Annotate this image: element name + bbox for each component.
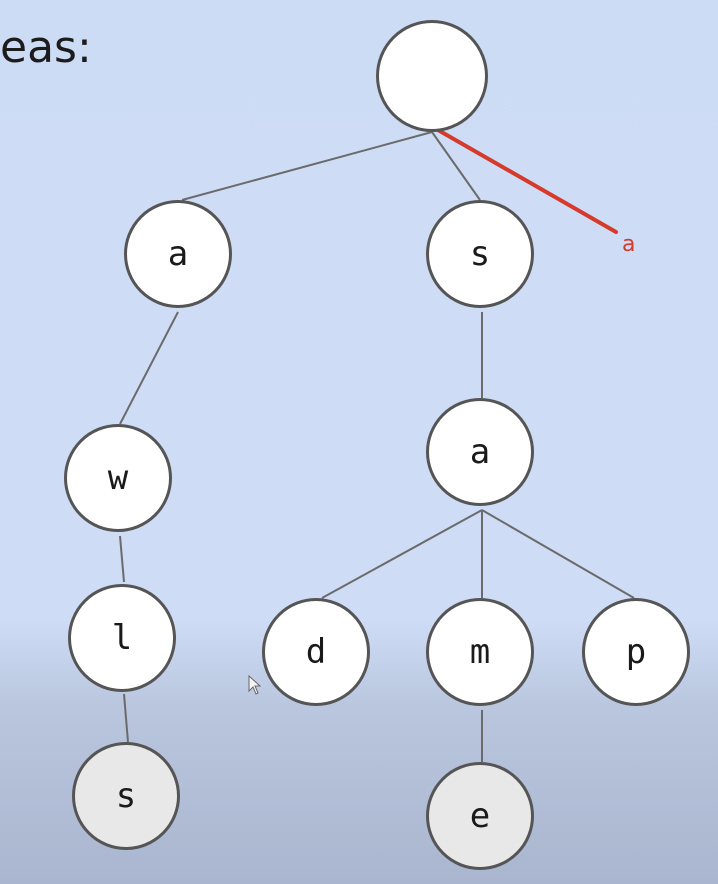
edge-w-l [119, 535, 125, 583]
trie-node-p: p [582, 598, 690, 706]
slide-heading: eas: [0, 22, 92, 73]
edge-a-d [321, 509, 483, 599]
edge-a-w [119, 311, 179, 425]
annotation-pointer-line [436, 128, 618, 234]
trie-node-sa: a [426, 398, 534, 506]
trie-node-e-end: e [426, 762, 534, 870]
trie-node-a: a [124, 200, 232, 308]
trie-node-s: s [426, 200, 534, 308]
edge-l-s [123, 693, 129, 743]
trie-node-root [376, 20, 488, 132]
edge-root-s [431, 131, 481, 201]
trie-node-w: w [64, 424, 172, 532]
mouse-cursor-icon [248, 675, 262, 695]
trie-node-l: l [68, 584, 176, 692]
edge-root-a [181, 131, 433, 201]
annotation-label: a [622, 232, 636, 257]
edge-a-p [481, 509, 635, 599]
trie-node-m: m [426, 598, 534, 706]
trie-node-s-end: s [72, 742, 180, 850]
trie-node-d: d [262, 598, 370, 706]
